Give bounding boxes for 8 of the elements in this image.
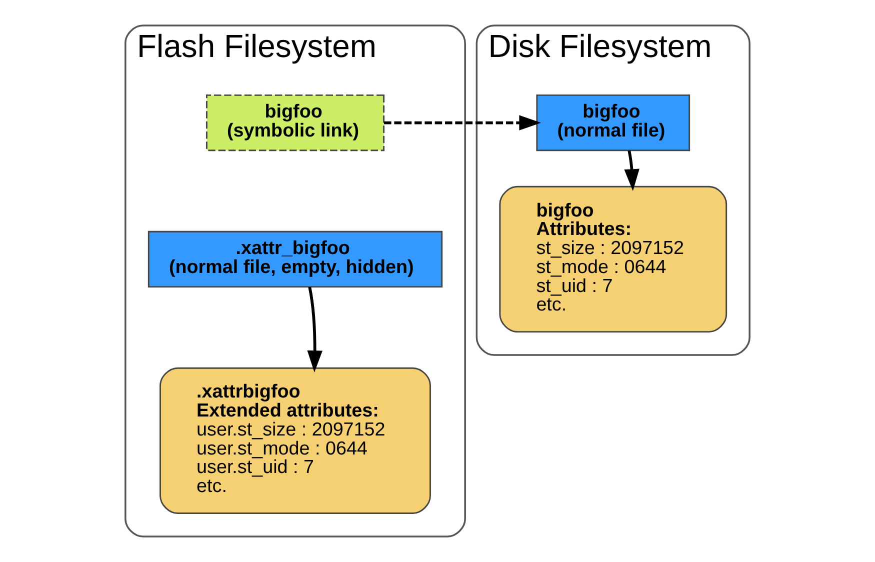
node-box: bigfoo (normal file) xyxy=(536,94,690,152)
node-box: bigfoo Attributes: st_size : 2097152 st_mode : 0644 st_uid : 7 etc. xyxy=(499,186,728,333)
node-box: .xattrbigfoo Extended attributes: user.st_size : 2097152 user.st_mode : 0644 user.st_uid : 7 etc. xyxy=(160,367,431,514)
arrow xyxy=(384,115,542,130)
node-box: .xattr_bigfoo (normal file, empty, hidden) xyxy=(148,230,443,288)
arrow xyxy=(624,150,640,191)
arrow xyxy=(307,286,322,372)
node-box: bigfoo (symbolic link) xyxy=(206,94,385,152)
